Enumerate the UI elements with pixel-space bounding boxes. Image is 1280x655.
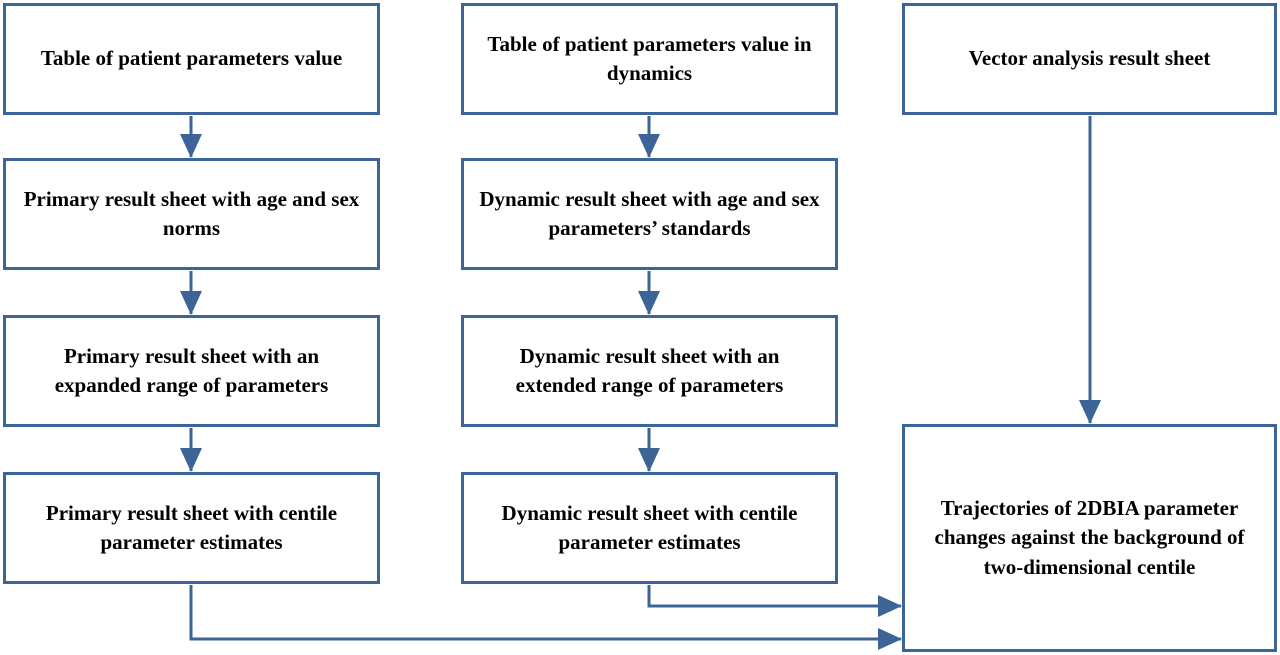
box-label: Vector analysis result sheet bbox=[968, 46, 1211, 71]
arrow-c2-4-to-c3-2 bbox=[647, 585, 902, 617]
box-patient-parameters-table: Table of patient parameters value bbox=[3, 3, 380, 115]
box-label: Trajectories of 2DBIA parameter changes … bbox=[934, 495, 1245, 579]
box-label: Table of patient parameters value bbox=[40, 46, 343, 71]
arrow-c1-4-to-c3-2 bbox=[189, 585, 902, 650]
box-primary-expanded-range: Primary result sheet with an expanded ra… bbox=[3, 315, 380, 427]
box-label: Primary result sheet with centile parame… bbox=[45, 500, 338, 554]
box-dynamic-extended-range: Dynamic result sheet with an extended ra… bbox=[461, 315, 838, 427]
box-dynamic-age-sex-standards: Dynamic result sheet with age and sex pa… bbox=[461, 158, 838, 270]
box-label: Dynamic result sheet with age and sex pa… bbox=[479, 186, 820, 240]
box-vector-analysis: Vector analysis result sheet bbox=[902, 3, 1277, 115]
box-primary-centile-estimates: Primary result sheet with centile parame… bbox=[3, 472, 380, 584]
box-patient-parameters-dynamics: Table of patient parameters value in dyn… bbox=[461, 3, 838, 115]
box-2dbia-trajectories: Trajectories of 2DBIA parameter changes … bbox=[902, 424, 1277, 652]
box-primary-age-sex-norms: Primary result sheet with age and sex no… bbox=[3, 158, 380, 270]
box-label: Primary result sheet with an expanded ra… bbox=[54, 343, 329, 397]
box-dynamic-centile-estimates: Dynamic result sheet with centile parame… bbox=[461, 472, 838, 584]
box-label: Dynamic result sheet with an extended ra… bbox=[515, 343, 784, 397]
box-label: Table of patient parameters value in dyn… bbox=[487, 31, 812, 85]
box-label: Primary result sheet with age and sex no… bbox=[23, 186, 360, 240]
box-label: Dynamic result sheet with centile parame… bbox=[501, 500, 798, 554]
